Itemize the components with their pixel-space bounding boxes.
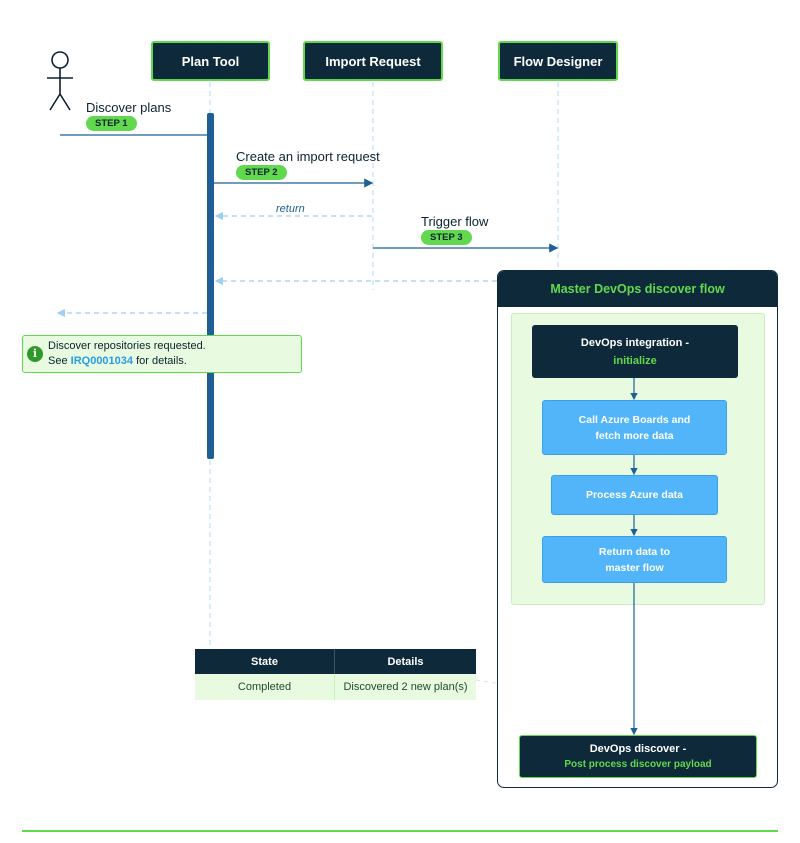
state-cell: Completed	[195, 674, 335, 700]
info-line-2-suffix: for details.	[133, 355, 187, 367]
step-1-badge: STEP 1	[86, 116, 137, 131]
participant-import-request-label: Import Request	[325, 53, 421, 69]
call-azure-node: Call Azure Boards and fetch more data	[542, 400, 727, 455]
return-data-line-2: master flow	[605, 561, 664, 574]
plan-tool-activation-bar	[207, 113, 214, 459]
details-header: Details	[335, 649, 476, 674]
request-link[interactable]: IRQ0001034	[70, 355, 134, 367]
devops-integration-node: DevOps integration - initialize	[532, 325, 738, 378]
create-import-label: Create an import request	[236, 149, 380, 164]
devops-integration-sub: initialize	[613, 354, 657, 367]
info-notice: i Discover repositories requested. See I…	[22, 335, 302, 373]
step-3-badge: STEP 3	[421, 230, 472, 245]
state-header: State	[195, 649, 335, 674]
info-line-1: Discover repositories requested.	[48, 340, 206, 352]
return-data-node: Return data to master flow	[542, 536, 727, 583]
details-cell: Discovered 2 new plan(s)	[335, 674, 476, 700]
call-azure-line-1: Call Azure Boards and	[578, 413, 691, 426]
info-line-2-prefix: See	[48, 355, 71, 367]
process-azure-node: Process Azure data	[551, 475, 718, 515]
devops-discover-title: DevOps discover -	[589, 742, 687, 755]
process-azure-label: Process Azure data	[585, 489, 684, 501]
devops-discover-node: DevOps discover - Post process discover …	[519, 735, 757, 778]
return-data-line-1: Return data to	[598, 545, 671, 558]
call-azure-line-2: fetch more data	[595, 429, 674, 442]
participant-plan-tool-label: Plan Tool	[181, 53, 240, 69]
participant-plan-tool: Plan Tool	[151, 41, 270, 81]
devops-integration-title: DevOps integration -	[580, 336, 690, 349]
participant-flow-designer-label: Flow Designer	[513, 53, 603, 69]
info-icon: i	[27, 346, 43, 362]
master-flow-title: Master DevOps discover flow	[498, 271, 777, 307]
discover-plans-label: Discover plans	[86, 100, 172, 115]
devops-discover-sub: Post process discover payload	[564, 758, 712, 770]
step-2-badge: STEP 2	[236, 165, 287, 180]
bottom-divider	[22, 830, 778, 832]
participant-flow-designer: Flow Designer	[498, 41, 618, 81]
participant-import-request: Import Request	[303, 41, 443, 81]
actor-icon	[47, 51, 73, 111]
trigger-flow-label: Trigger flow	[421, 214, 489, 229]
return-label: return	[276, 203, 305, 215]
info-line-2: See IRQ0001034 for details.	[48, 355, 187, 367]
